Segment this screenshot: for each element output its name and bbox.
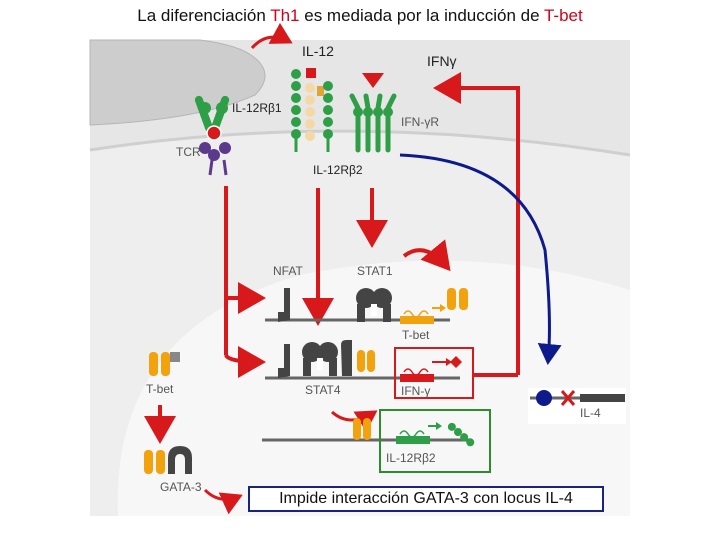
label-nfat: NFAT — [273, 264, 303, 278]
block-x-mark — [560, 390, 576, 406]
label-il12rb1: IL-12Rβ1 — [232, 101, 282, 115]
label-il12rb2: IL-12Rβ2 — [313, 163, 363, 177]
il12rb2-gene-promoter — [396, 422, 475, 447]
label-il4: IL-4 — [580, 406, 601, 420]
stat1-to-tbet-arrow — [402, 239, 451, 272]
title-tbet: T-bet — [543, 6, 583, 25]
label-il12: IL-12 — [302, 43, 334, 59]
tbet-on-il12rb2 — [353, 418, 371, 440]
tbet-on-ifng — [357, 350, 375, 372]
il12-ligand — [306, 68, 316, 78]
label-il12rb2-gene: IL-12Rβ2 — [386, 451, 436, 465]
ifng-gene-promoter — [400, 356, 462, 382]
label-stat1: STAT1 — [357, 264, 393, 278]
caption-box: Impide interacción GATA-3 con locus IL-4 — [248, 486, 604, 512]
label-gata3: GATA-3 — [160, 480, 202, 494]
nfat-factor-2 — [278, 344, 290, 378]
tcr-to-ifng-arrow — [224, 345, 266, 378]
title-part1: La diferenciación — [137, 6, 271, 25]
tbet-gata3-complex — [144, 446, 192, 474]
il12-curved-arrow — [250, 22, 293, 50]
ifng-gene-box — [394, 347, 474, 399]
il12-receptor — [291, 68, 333, 152]
label-tbet-gene: T-bet — [402, 328, 430, 342]
stat4-curved-arrow — [331, 410, 378, 432]
cell-membrane — [89, 129, 631, 157]
tbet-gene-promoter — [400, 304, 446, 324]
ifng-ligand — [362, 73, 384, 88]
tbet-protein-left — [149, 352, 180, 376]
title-part3: es mediada por la inducción de — [299, 6, 544, 25]
blue-inhibition-arrow — [399, 153, 562, 365]
tbet-protein-induced — [447, 288, 468, 310]
ifng-product — [450, 356, 462, 368]
blue-blocker — [536, 390, 552, 406]
ifng-feedback-arrow — [433, 72, 520, 375]
il12rb2-product — [447, 422, 475, 447]
label-tcr: TCR — [176, 145, 201, 159]
label-ifngr: IFN-γR — [401, 115, 439, 129]
stat1-dimer — [356, 288, 392, 322]
il12rb2-gene-box — [379, 409, 491, 473]
tcr-receptor — [194, 95, 231, 176]
label-tbet-protein: T-bet — [146, 382, 174, 396]
stat1-on-ifng — [341, 340, 352, 376]
nucleus — [117, 260, 631, 516]
diagram-title: La diferenciación Th1 es mediada por la … — [0, 6, 720, 26]
label-ifng: IFNγ — [427, 53, 457, 69]
nfat-factor — [278, 288, 290, 322]
title-th1: Th1 — [270, 6, 300, 25]
il4-locus — [528, 388, 626, 424]
label-ifng-gene: IFN-γ — [401, 384, 430, 398]
ifng-receptor — [349, 73, 397, 153]
stat4-dimer — [302, 342, 338, 376]
label-stat4: STAT4 — [305, 383, 341, 397]
gata3-to-caption-arrow — [203, 488, 243, 515]
